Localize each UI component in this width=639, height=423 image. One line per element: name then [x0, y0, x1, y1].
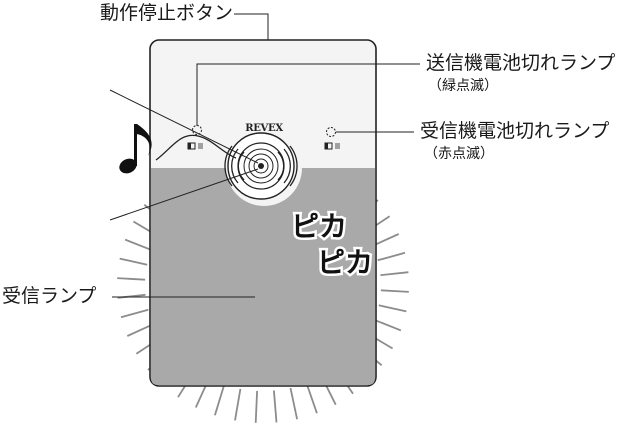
flash-ray — [273, 390, 278, 423]
flash-ray — [372, 233, 400, 247]
send-battery-leader — [196, 63, 420, 126]
recv-lamp-label: 受信ランプ — [2, 285, 97, 307]
flash-ray — [234, 388, 242, 421]
flash-ray — [305, 383, 318, 414]
brand-logo: REVEX — [245, 123, 283, 134]
flash-ray — [117, 277, 146, 281]
send-battery-icon — [187, 142, 203, 150]
send-battery-lamp-label: 送信機電池切れランプ — [426, 52, 616, 74]
flash-ray — [126, 323, 154, 337]
sound-wave-line — [155, 134, 237, 161]
flash-ray — [380, 271, 409, 277]
button-sound-wave-icon — [224, 145, 298, 187]
send-battery-lamp — [192, 125, 202, 135]
left-bottom-leader — [109, 168, 259, 221]
recv-battery-lamp-note: （赤点滅） — [424, 146, 494, 162]
flash-text-line-1: ピカ — [291, 210, 347, 243]
recv-battery-lamp-label: 受信機電池切れランプ — [420, 120, 610, 142]
receiver-lamp — [151, 168, 375, 385]
stop-button-leader — [234, 13, 269, 40]
speaker-button-icon — [237, 142, 285, 190]
flash-ray — [254, 390, 258, 423]
flash-ray — [124, 238, 152, 251]
flash-ray — [289, 387, 298, 420]
recv-battery-icon — [324, 142, 340, 150]
flash-ray — [119, 257, 148, 266]
stop-button-label: 動作停止ボタン — [100, 2, 234, 24]
music-note-icon — [119, 124, 152, 174]
flash-ray — [214, 384, 225, 416]
left-top-leader — [109, 89, 259, 164]
flash-ray — [378, 304, 407, 313]
leader-lines — [109, 13, 420, 298]
flash-ray — [380, 289, 409, 293]
flash-text-line-2: ピカ — [317, 246, 373, 279]
stop-button[interactable] — [224, 132, 298, 200]
recv-battery-lamp — [326, 127, 336, 137]
flash-ray — [377, 251, 406, 262]
send-battery-lamp-note: （緑点滅） — [428, 78, 498, 94]
flash-ray — [120, 308, 149, 319]
flash-ray — [374, 319, 402, 332]
